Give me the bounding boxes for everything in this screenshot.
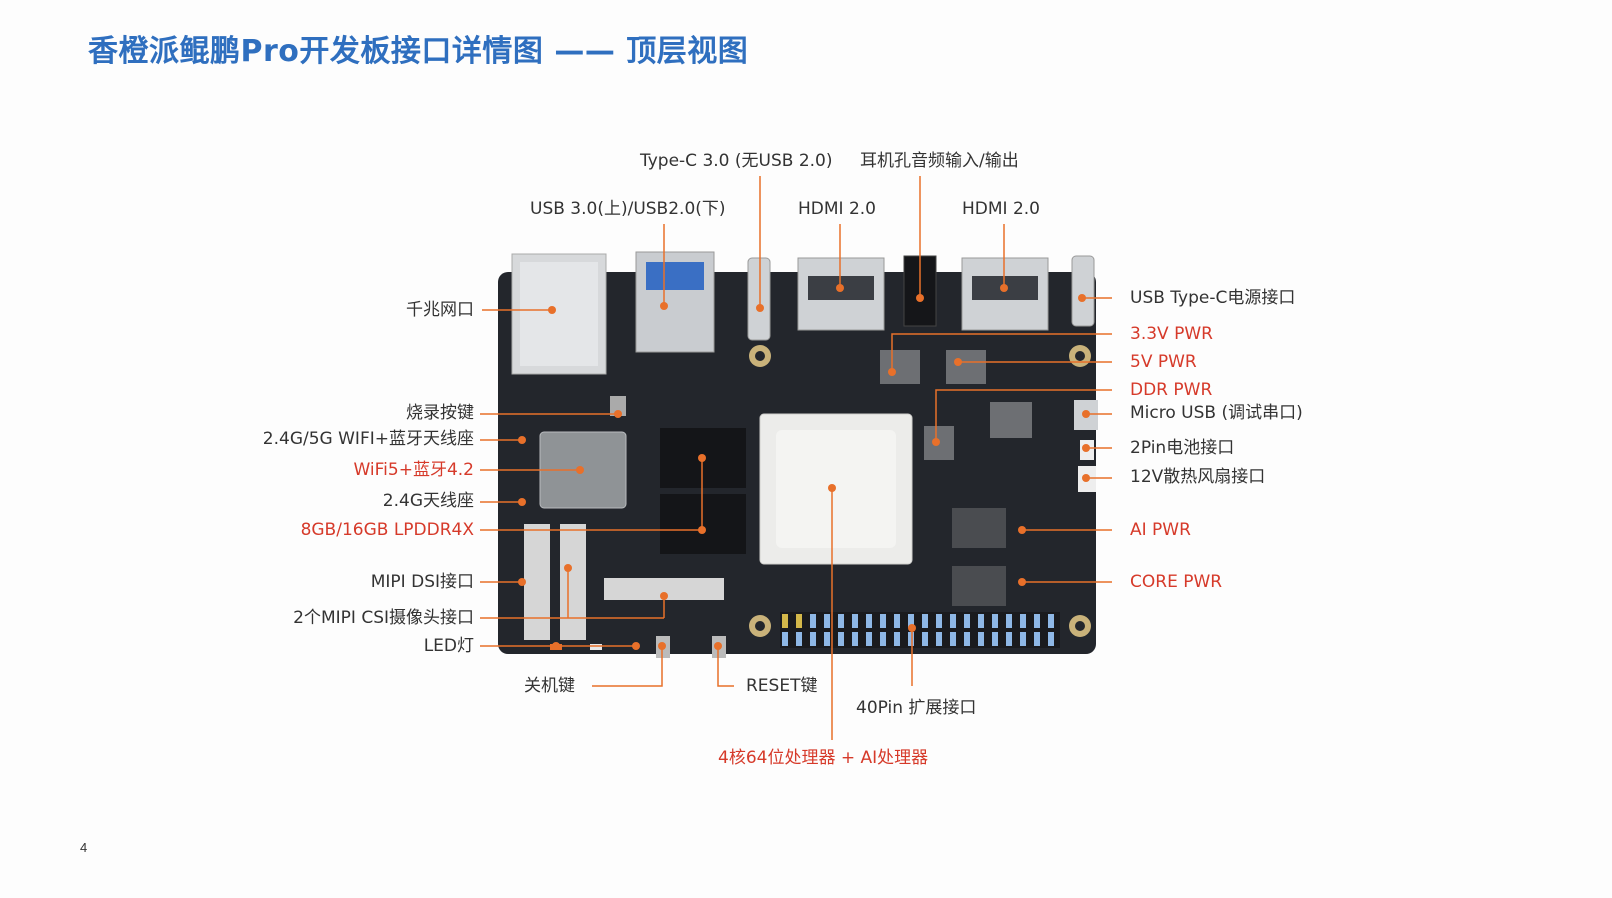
leader-pwr-33 [891, 333, 1112, 372]
gpio-header [780, 612, 1060, 648]
leader-pwr-ddr [935, 389, 1112, 442]
label-battery: 2Pin电池接口 [1130, 438, 1235, 458]
label-burn-button: 烧录按键 [406, 403, 474, 423]
label-usb: USB 3.0(上)/USB2.0(下) [530, 199, 726, 219]
leader-dots [518, 284, 1090, 650]
leader-reset [717, 646, 734, 687]
label-mipi-dsi: MIPI DSI接口 [370, 572, 474, 592]
typec30-port [747, 257, 771, 341]
mipi-csi-connector-2 [604, 578, 724, 600]
leader-lines [480, 176, 1112, 740]
slide-title: 香橙派鲲鹏Pro开发板接口详情图 —— 顶层视图 [88, 34, 749, 69]
ai-pwr-inductor [952, 508, 1006, 548]
mipi-csi-connector-1 [560, 524, 586, 640]
core-pwr-inductor [952, 566, 1006, 606]
label-pwr-5v: 5V PWR [1130, 352, 1197, 372]
label-wifi-chip: WiFi5+蓝牙4.2 [353, 460, 474, 480]
leader-power-off [592, 646, 663, 687]
label-gpio: 40Pin 扩展接口 [856, 698, 977, 718]
lpddr-chip-2 [660, 494, 746, 554]
label-antenna-24g: 2.4G天线座 [382, 491, 474, 511]
label-reset: RESET键 [746, 676, 818, 696]
label-hdmi1: HDMI 2.0 [798, 199, 876, 219]
label-led: LED灯 [423, 636, 474, 656]
label-pwr-ddr: DDR PWR [1130, 380, 1213, 400]
label-audio: 耳机孔音频输入/输出 [860, 151, 1019, 171]
label-micro-usb: Micro USB (调试串口) [1130, 403, 1303, 423]
label-typec30: Type-C 3.0 (无USB 2.0) [640, 151, 833, 171]
label-processor: 4核64位处理器 + AI处理器 [718, 748, 929, 768]
label-core-pwr: CORE PWR [1130, 572, 1223, 592]
label-fan: 12V散热风扇接口 [1130, 467, 1266, 487]
label-wifi-antenna: 2.4G/5G WIFI+蓝牙天线座 [262, 429, 474, 449]
label-ai-pwr: AI PWR [1130, 520, 1191, 540]
burn-button-part [610, 396, 626, 416]
page-number: 4 [80, 840, 88, 855]
typec-power-port [1071, 255, 1095, 327]
label-pwr-33: 3.3V PWR [1130, 324, 1213, 344]
label-power-off: 关机键 [524, 676, 575, 696]
pwr-33-inductor [880, 350, 920, 384]
led [590, 644, 602, 650]
label-lpddr: 8GB/16GB LPDDR4X [300, 520, 474, 540]
pwr-5v-inductor [946, 350, 986, 384]
inductor [990, 402, 1032, 438]
label-typec-power: USB Type-C电源接口 [1130, 288, 1296, 308]
label-hdmi2: HDMI 2.0 [962, 199, 1040, 219]
label-ethernet: 千兆网口 [406, 300, 474, 320]
label-mipi-csi: 2个MIPI CSI摄像头接口 [293, 608, 474, 628]
board [498, 251, 1098, 658]
mipi-dsi-connector [524, 524, 550, 640]
